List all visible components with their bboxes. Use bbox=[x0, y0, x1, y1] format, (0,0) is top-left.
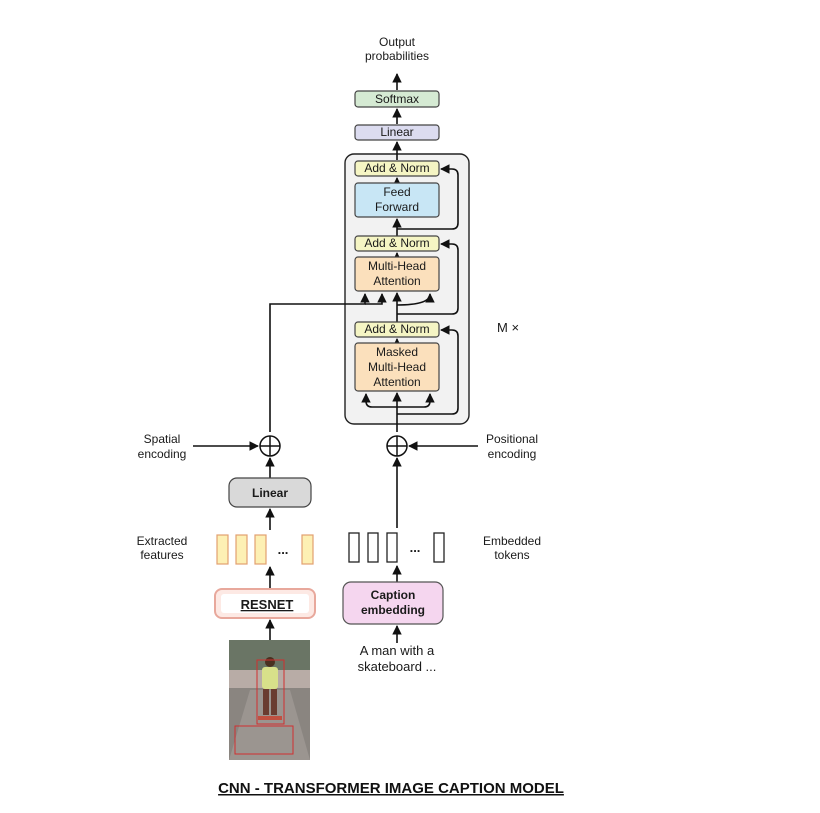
masked-attention-box bbox=[354, 342, 440, 392]
multi-head-attention-box bbox=[354, 256, 440, 292]
caption-embedding-line1: Caption bbox=[371, 588, 416, 602]
caption-embedding-box bbox=[342, 581, 444, 625]
add-norm-bottom-box bbox=[354, 321, 440, 338]
softmax-label: Softmax bbox=[375, 92, 419, 106]
add-norm-mid-label: Add & Norm bbox=[364, 236, 429, 250]
caption-embedding-line2: embedding bbox=[361, 603, 425, 617]
tokens-ellipsis: ... bbox=[410, 540, 421, 555]
resnet-label: RESNET bbox=[241, 597, 294, 612]
token-bar bbox=[367, 532, 379, 563]
output-label-line1: Output bbox=[379, 35, 416, 49]
token-bar bbox=[433, 532, 445, 563]
linear-top-box bbox=[354, 124, 440, 141]
positional-label-line2: encoding bbox=[488, 447, 537, 461]
extracted-label-line2: features bbox=[140, 548, 183, 562]
feed-forward-label-line1: Feed bbox=[383, 185, 410, 199]
mha-label-line1: Multi-Head bbox=[368, 259, 426, 273]
image-person-leg bbox=[271, 689, 277, 715]
spatial-label-line1: Spatial bbox=[144, 432, 181, 446]
positional-label-line1: Positional bbox=[486, 432, 538, 446]
output-label-line2: probabilities bbox=[365, 49, 429, 63]
masked-label-line1: Masked bbox=[376, 345, 418, 359]
mha-label-line2: Attention bbox=[373, 274, 420, 288]
image-person-leg bbox=[263, 689, 269, 715]
linear-top-label: Linear bbox=[380, 125, 413, 139]
image-bbox-ground bbox=[234, 725, 294, 755]
spatial-label-line2: encoding bbox=[138, 447, 187, 461]
linear-left-box bbox=[228, 477, 312, 508]
feature-bar bbox=[235, 534, 248, 565]
token-bar bbox=[386, 532, 398, 563]
add-norm-mid-box bbox=[354, 235, 440, 252]
feature-bar bbox=[216, 534, 229, 565]
input-text-line1: A man with a bbox=[360, 643, 435, 658]
add-norm-top-label: Add & Norm bbox=[364, 161, 429, 175]
masked-label-line2: Multi-Head bbox=[368, 360, 426, 374]
embedded-label-line1: Embedded bbox=[483, 534, 541, 548]
add-norm-bottom-label: Add & Norm bbox=[364, 322, 429, 336]
image-road bbox=[229, 690, 310, 760]
masked-label-line3: Attention bbox=[373, 375, 420, 389]
image-person-shirt bbox=[262, 667, 278, 689]
embedded-label-line2: tokens bbox=[494, 548, 529, 562]
residual-ff bbox=[397, 164, 459, 230]
extracted-label-line1: Extracted bbox=[137, 534, 188, 548]
image-bbox-person bbox=[256, 659, 285, 725]
linear-left-label: Linear bbox=[252, 486, 288, 500]
resnet-inner bbox=[221, 594, 309, 613]
arrow-masked-input-right bbox=[397, 393, 435, 408]
add-norm-top-box bbox=[354, 160, 440, 177]
feature-bar bbox=[254, 534, 267, 565]
feed-forward-box bbox=[354, 182, 440, 218]
residual-mha bbox=[397, 239, 459, 315]
token-bar bbox=[348, 532, 360, 563]
input-image bbox=[229, 640, 310, 760]
arrow-masked-input-left bbox=[361, 393, 397, 408]
feature-bar bbox=[301, 534, 314, 565]
softmax-box bbox=[354, 90, 440, 108]
features-ellipsis: ... bbox=[278, 542, 289, 557]
image-person-head bbox=[265, 657, 275, 667]
encoder-to-mha-branch bbox=[365, 293, 387, 305]
image-skateboard bbox=[258, 716, 282, 720]
repeat-label: M × bbox=[497, 320, 519, 335]
diagram-title: CNN - TRANSFORMER IMAGE CAPTION MODEL bbox=[218, 780, 564, 797]
feed-forward-label-line2: Forward bbox=[375, 200, 419, 214]
input-text-line2: skateboard ... bbox=[358, 659, 437, 674]
residual-masked bbox=[397, 325, 459, 415]
arrow-mha-input-right bbox=[396, 293, 435, 306]
